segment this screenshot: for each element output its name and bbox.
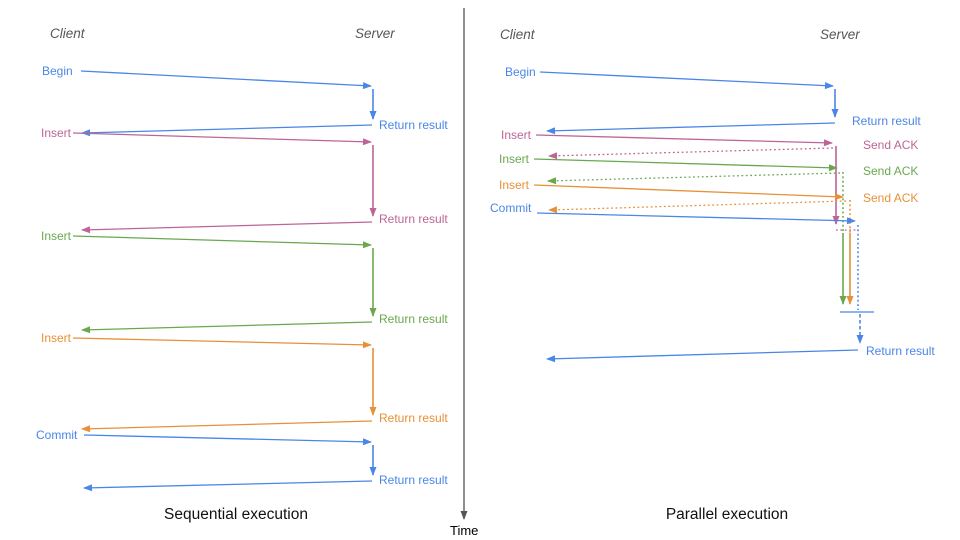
seq-op-insert2 [72, 235, 377, 334]
seq-op-commit [83, 434, 377, 492]
seq-begin-response-arrow [81, 124, 373, 137]
par-insert3-ack-arrow [548, 200, 847, 214]
seq-commit-response-label: Return result [379, 473, 448, 487]
seq-insert1-label: Insert [41, 126, 72, 140]
par-commit-label: Commit [490, 201, 532, 215]
seq-commit-request-arrow [83, 434, 372, 446]
time-axis: Time [450, 8, 478, 538]
seq-begin-request-arrow [80, 70, 372, 90]
seq-insert2-response-label: Return result [379, 312, 448, 326]
par-begin-response-arrow [546, 122, 836, 135]
seq-insert3-response-arrow [81, 420, 373, 433]
par-insert3-label: Insert [499, 178, 530, 192]
par-op-insert2 [533, 158, 847, 305]
par-begin-label: Begin [505, 65, 536, 79]
time-axis-label: Time [450, 523, 478, 538]
par-insert2-label: Insert [499, 152, 530, 166]
seq-commit-label: Commit [36, 428, 78, 442]
sequential-server-header: Server [355, 26, 395, 41]
par-insert2-ack-arrow [547, 172, 841, 185]
par-insert2-ack-label: Send ACK [863, 164, 918, 178]
seq-insert3-response-label: Return result [379, 411, 448, 425]
seq-insert2-label: Insert [41, 229, 72, 243]
seq-insert1-request-arrow [72, 132, 372, 146]
par-begin-response-label: Return result [852, 114, 921, 128]
par-op-insert1 [535, 134, 858, 231]
seq-op-insert3 [72, 337, 377, 433]
parallel-panel: Client Server Begin Return result Insert… [490, 27, 935, 523]
seq-insert1-response-label: Return result [379, 212, 448, 226]
sequential-caption: Sequential execution [164, 506, 308, 523]
sequential-panel: Client Server Begin Return result Insert… [36, 26, 448, 523]
par-op-begin [539, 71, 839, 135]
par-begin-request-arrow [539, 71, 834, 90]
seq-insert3-request-arrow [72, 337, 372, 349]
par-insert1-ack-arrow [548, 147, 834, 160]
seq-op-begin [80, 70, 377, 137]
par-op-insert3 [533, 184, 854, 305]
parallel-caption: Parallel execution [666, 506, 788, 523]
par-insert1-request-arrow [535, 134, 833, 147]
par-insert1-label: Insert [501, 128, 532, 142]
par-insert3-request-arrow [533, 184, 844, 201]
seq-begin-label: Begin [42, 64, 73, 78]
par-insert2-request-arrow [533, 158, 838, 172]
seq-begin-response-label: Return result [379, 118, 448, 132]
parallel-server-header: Server [820, 27, 860, 42]
sequential-client-header: Client [50, 26, 86, 41]
par-insert1-ack-label: Send ACK [863, 138, 918, 152]
seq-insert2-response-arrow [81, 321, 373, 334]
seq-insert1-response-arrow [81, 221, 373, 234]
seq-op-insert1 [72, 132, 377, 234]
par-commit-response-label: Return result [866, 344, 935, 358]
seq-insert2-request-arrow [72, 235, 372, 249]
par-commit-request-arrow [536, 212, 856, 225]
par-insert3-ack-label: Send ACK [863, 191, 918, 205]
par-commit-response-arrow [546, 349, 859, 363]
seq-commit-response-arrow [83, 480, 373, 492]
seq-insert3-label: Insert [41, 331, 72, 345]
par-op-commit [536, 212, 874, 363]
parallel-client-header: Client [500, 27, 536, 42]
